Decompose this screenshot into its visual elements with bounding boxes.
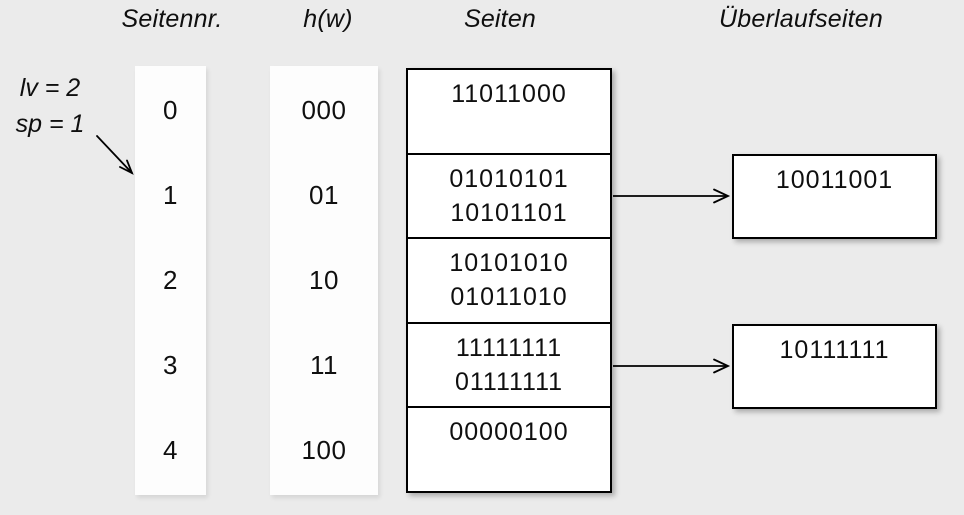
hw-value: 000 [301,95,347,125]
hw-value: 01 [309,180,339,210]
hw-column [270,66,378,495]
overflow-entry: 10111111 [779,336,890,364]
hw-value: 100 [301,435,347,465]
annotation-sp: sp = 1 [15,110,85,138]
state-annotation: lv = 2 sp = 1 [4,70,96,142]
overflow-page-row3: 10111111 [732,324,937,409]
bucket-entry: 11011000 [451,80,567,108]
pages-box: 11011000 01010101 10101101 10101010 0101… [406,68,612,493]
bucket-entry: 01111111 [454,367,564,396]
seitennr-value: 2 [163,265,178,295]
bucket-entry: 01011010 [450,283,568,312]
header-ueberlaufseiten: Überlaufseiten [718,5,883,33]
bucket-entry: 11111111 [455,333,563,362]
bucket-entry: 00000100 [449,418,569,447]
header-hw: h(w) [303,5,353,33]
annotation-lv: lv = 2 [19,74,81,102]
bucket-3: 11111111 01111111 [408,321,610,407]
header-seitennr: Seitennr. [121,5,223,33]
overflow-arrow-row1-icon [613,186,735,206]
bucket-2: 10101010 01011010 [408,237,610,322]
overflow-entry: 10011001 [775,166,894,194]
hw-value: 10 [309,265,339,295]
header-seiten: Seiten [463,5,537,33]
overflow-arrow-row3-icon [613,356,735,376]
bucket-1: 01010101 10101101 [408,152,610,238]
bucket-entry: 01010101 [449,164,569,193]
bucket-entry: 10101101 [450,198,568,227]
seitennr-value: 4 [163,435,178,465]
seitennr-value: 3 [163,350,178,380]
bucket-4: 00000100 [408,406,610,491]
bucket-0: 11011000 [408,70,610,153]
seitennr-value: 1 [163,180,178,210]
seitennr-value: 0 [163,95,178,125]
seitennr-column [135,66,206,495]
annotation-pointer-arrow-icon [90,128,140,180]
hw-value: 11 [310,350,338,380]
overflow-page-row1: 10011001 [732,154,937,239]
bucket-entry: 10101010 [449,249,569,278]
